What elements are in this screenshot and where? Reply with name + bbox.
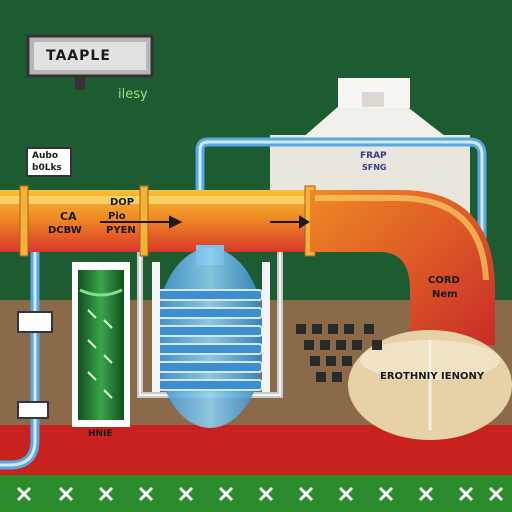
pipe-label-mid-top: DOP [110, 197, 135, 208]
diagram-title: TAAPLE [46, 48, 111, 64]
vent-grille [296, 324, 382, 382]
pipe-label-mid-bottom: PYEN [106, 225, 136, 236]
title-sign [26, 34, 154, 90]
tank-label: FRAP [360, 151, 387, 161]
pipe-label-mid-middle: Pio [108, 211, 126, 222]
coolant-pipe-left [0, 225, 40, 470]
info-placard [26, 147, 72, 177]
storage-tank-label: EROTHNIY IENONY [380, 371, 485, 382]
green-column [72, 262, 130, 427]
placard-label-top: Aubo [32, 151, 58, 161]
elbow-pipe [310, 190, 495, 345]
wall-tag-bottom [17, 401, 49, 419]
coolant-tank [152, 245, 270, 428]
elbow-label-top: CORD [428, 275, 460, 286]
diagram-subtitle: ilesy [118, 87, 148, 102]
ground-pattern [16, 486, 504, 502]
pipe-label-left-top: CA [60, 210, 77, 223]
column-base-label: HNIE [88, 429, 113, 439]
flow-arrows [100, 215, 310, 229]
elbow-label-bottom: Nem [432, 289, 458, 300]
tank-sublabel: SFNG [362, 163, 387, 172]
pipe-label-left-bottom: DCBW [48, 225, 82, 236]
placard-label-bottom: b0Lks [32, 163, 62, 173]
wall-tag-top [17, 311, 53, 333]
